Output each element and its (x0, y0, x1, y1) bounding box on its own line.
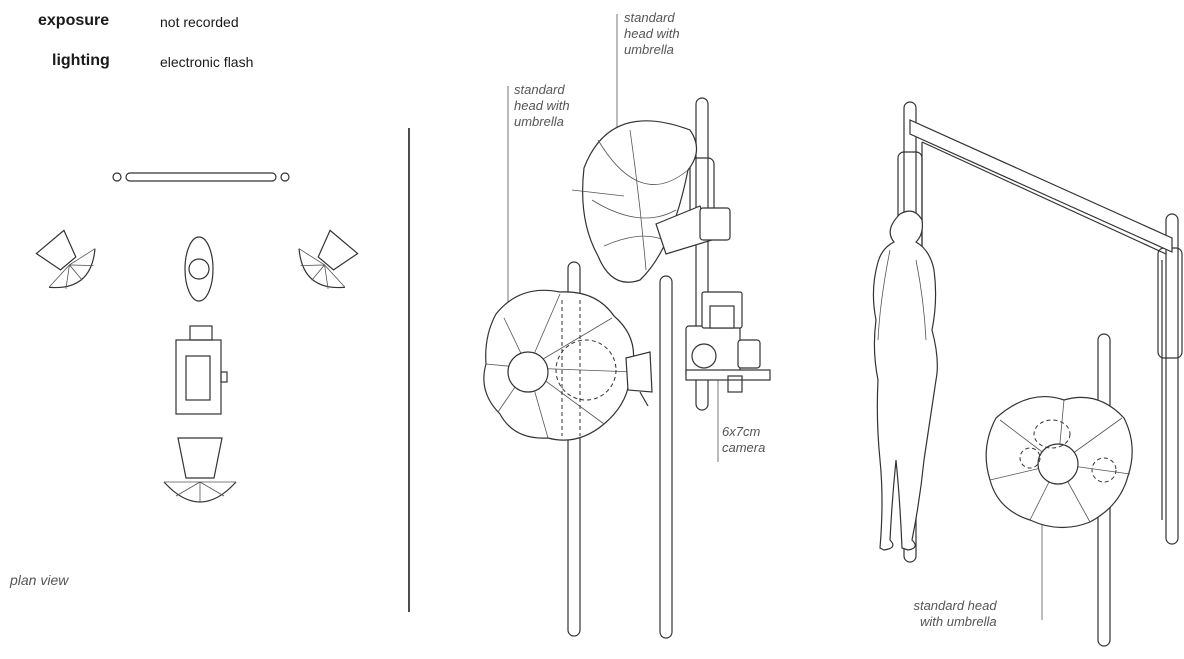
umbrella-head-icon (986, 397, 1132, 528)
umbrella-head-icon (572, 121, 730, 282)
model-figure-icon (873, 211, 937, 550)
backdrop-icon (113, 173, 289, 181)
umbrella-head-icon (484, 290, 652, 440)
camera-icon (176, 326, 227, 414)
camera-icon (686, 292, 770, 392)
umbrella-head-icon (164, 438, 236, 502)
umbrella-head-icon (27, 223, 105, 300)
model-figure-icon (185, 237, 213, 301)
lightstand-icon (660, 276, 672, 638)
plan-view (27, 173, 367, 502)
umbrella-head-icon (289, 223, 367, 300)
